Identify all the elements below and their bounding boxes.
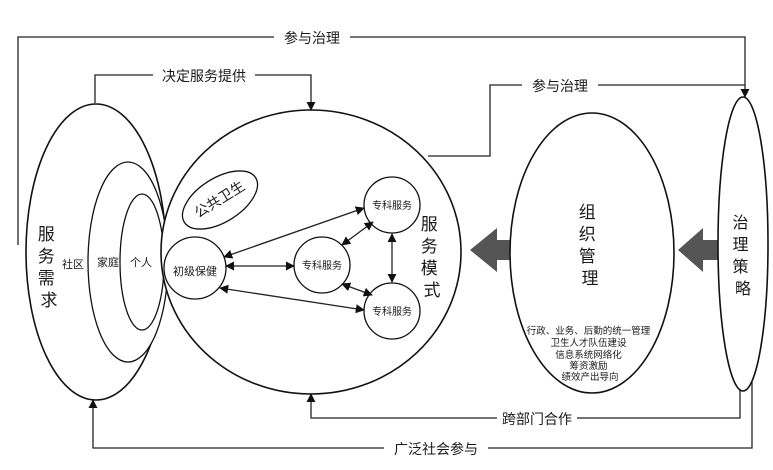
mid-participation-connector: 参与治理 — [428, 75, 745, 157]
org-to-model-block-arrow — [470, 228, 513, 272]
service-demand-group: 服 务 需 求 社区 家庭 个人 — [25, 103, 169, 401]
arrow-mid-bottom — [341, 282, 373, 297]
governance-title: 治 理 策 略 — [732, 213, 753, 298]
governance-group: 治 理 策 略 — [717, 96, 769, 392]
specialist-top-node — [363, 176, 421, 234]
specialist-bottom-label: 专科服务 — [372, 305, 412, 318]
arrow-primary-specialist-bottom — [219, 284, 365, 314]
top-participation-label: 参与治理 — [284, 30, 340, 47]
community-label: 社区 — [62, 257, 84, 271]
arrow-mid-top — [341, 221, 374, 246]
org-management-oval — [509, 112, 675, 394]
decide-service-label: 决定服务提供 — [162, 69, 246, 85]
mid-participation-label: 参与治理 — [532, 78, 588, 95]
cross-dept-label: 跨部门合作 — [502, 412, 572, 428]
org-management-group: 组 织 管 理 行政、业务、后勤的统一管理 卫生人才队伍建设 信息系统网络化 筹… — [509, 112, 675, 394]
org-management-title: 组 织 管 理 — [579, 203, 601, 289]
primary-care-label: 初级保健 — [173, 264, 217, 278]
family-label: 家庭 — [97, 255, 119, 269]
top-participation-connector: 参与治理 — [17, 27, 750, 245]
individual-label: 个人 — [130, 256, 152, 269]
service-model-title: 服 务 模 式 — [421, 215, 443, 301]
governance-oval — [717, 96, 769, 392]
org-management-items: 行政、业务、后勤的统一管理 卫生人才队伍建设 信息系统网络化 筹资激励 绩效产出… — [527, 325, 654, 383]
arrow-primary-specialist-top — [223, 206, 365, 259]
service-model-group: 公共卫生 初级保健 专科服务 专科服务 专科服务 服 务 模 式 — [160, 109, 462, 395]
decide-service-connector: 决定服务提供 — [94, 65, 316, 111]
broad-social-label: 广泛社会参与 — [394, 441, 478, 458]
specialist-top-label: 专科服务 — [372, 199, 412, 212]
cross-dept-connector: 跨部门合作 — [306, 390, 741, 428]
service-demand-title: 服 务 需 求 — [38, 225, 60, 311]
broad-social-connector: 广泛社会参与 — [88, 380, 753, 458]
specialist-mid-label: 专科服务 — [302, 259, 342, 272]
governance-to-org-block-arrow — [678, 228, 720, 272]
